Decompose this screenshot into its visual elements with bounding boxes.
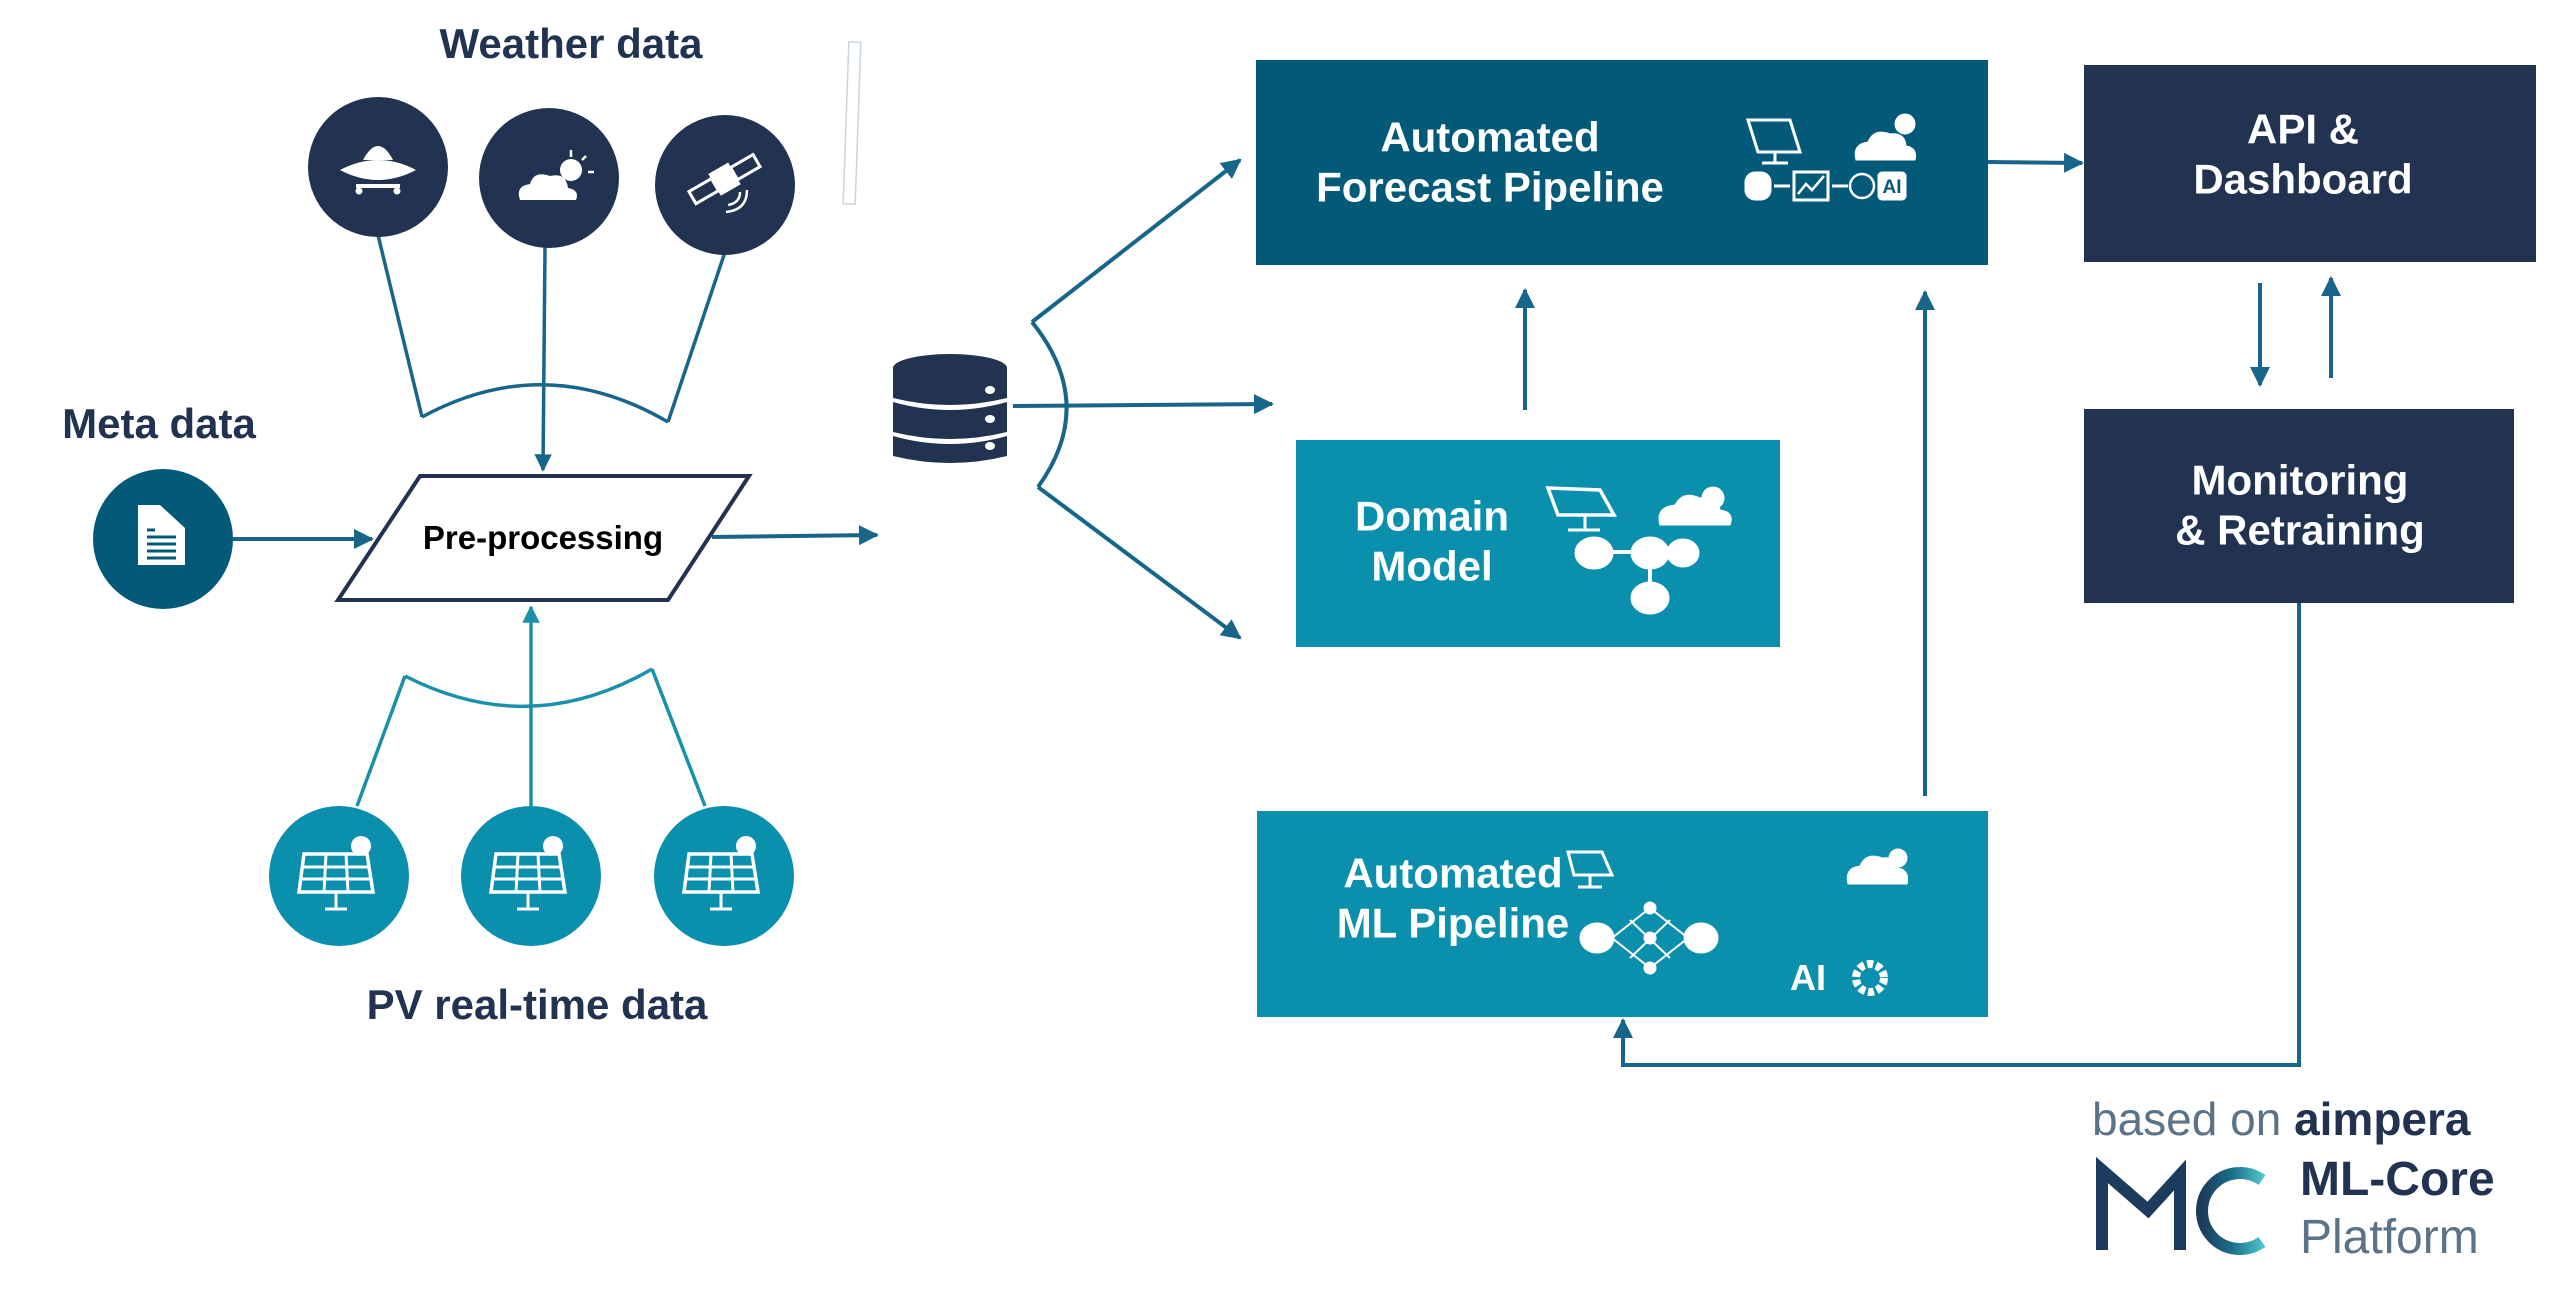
cloud-sun-icon	[1854, 113, 1917, 161]
solar-panel-sun-icon	[269, 806, 409, 946]
satellite-icon	[655, 115, 795, 255]
preprocessing-to-database-arrow	[711, 525, 879, 546]
domain-box-icons	[1545, 486, 1732, 615]
ml-title-line1: Automated	[1343, 849, 1563, 897]
api-dashboard-box[interactable]	[2084, 65, 2536, 262]
faint-placeholder-frame	[842, 41, 862, 205]
pv-connectors	[355, 605, 707, 807]
energy-network-icon	[1574, 536, 1700, 615]
forecast-title-line2: Forecast Pipeline	[1316, 164, 1664, 211]
branding-prefix: based on	[2092, 1093, 2282, 1145]
ml-title: Automated ML Pipeline	[1337, 849, 1570, 950]
ml-title-line2: ML Pipeline	[1336, 900, 1570, 947]
api-title: API & Dashboard	[2193, 105, 2412, 206]
ml-pipeline-box[interactable]	[1257, 811, 1988, 1017]
solar-panel-sun-icon	[461, 806, 601, 946]
solar-panel-icon	[1545, 486, 1617, 532]
solar-panel-icon	[1566, 850, 1615, 889]
neural-network-icon	[1579, 901, 1719, 975]
domain-title-line2: Model	[1371, 543, 1493, 590]
monitoring-title-line1: Monitoring	[2191, 456, 2409, 504]
pv-realtime-label: PV real-time data	[366, 981, 708, 1028]
weather-connectors	[376, 234, 727, 472]
forecast-title-line1: Automated	[1380, 113, 1600, 161]
monitoring-title-line2: & Retraining	[2175, 507, 2425, 554]
solar-panel-icon	[1745, 118, 1803, 165]
solar-panel-sun-icon	[654, 806, 794, 946]
api-title-line2: Dashboard	[2193, 156, 2413, 203]
chart-icon	[1792, 170, 1830, 202]
database-icon	[893, 354, 1007, 463]
document-icon	[93, 469, 233, 609]
svg-text:AI: AI	[1790, 957, 1826, 998]
cloud-sun-icon	[1658, 486, 1732, 526]
domain-title: Domain Model	[1355, 492, 1509, 593]
monitoring-retraining-box[interactable]	[2084, 409, 2514, 603]
weather-balloon-icon	[308, 97, 448, 237]
preprocessing-label: Pre-processing	[422, 519, 664, 556]
ml-box-icons: AI	[1566, 848, 1909, 998]
forecast-box-icons: AI	[1744, 113, 1917, 202]
branding-product-line1: ML-Core	[2300, 1153, 2495, 1206]
ai-gear-icon: AI	[1790, 957, 1888, 998]
domain-title-line1: Domain	[1354, 492, 1510, 540]
database-icon	[1744, 171, 1772, 201]
cloud-sun-icon	[1846, 848, 1909, 885]
forecast-pipeline-box[interactable]	[1256, 60, 1988, 265]
database-fanout-connectors	[1012, 158, 1274, 640]
weather-data-label: Weather data	[439, 20, 703, 67]
branding-tagline: based on aimpera	[2092, 1092, 2471, 1146]
svg-text:AI: AI	[1883, 177, 1902, 198]
branding-company: aimpera	[2294, 1093, 2471, 1145]
pipeline-connectors	[1515, 152, 2341, 1067]
neural-network-ai-icon: AI	[1848, 171, 1907, 201]
preprocessing-shape[interactable]	[334, 474, 753, 602]
cloud-sun-icon	[479, 108, 619, 248]
meta-data-label: Meta data	[62, 400, 256, 447]
mc-logo-icon	[2096, 1156, 2266, 1255]
branding-product-line2: Platform	[2300, 1211, 2479, 1264]
pv-source-circles	[269, 806, 794, 946]
monitoring-title: Monitoring & Retraining	[2175, 456, 2425, 557]
forecast-title: Automated Forecast Pipeline	[1316, 113, 1664, 214]
domain-model-box[interactable]	[1296, 440, 1780, 647]
api-title-line1: API &	[2246, 105, 2359, 153]
